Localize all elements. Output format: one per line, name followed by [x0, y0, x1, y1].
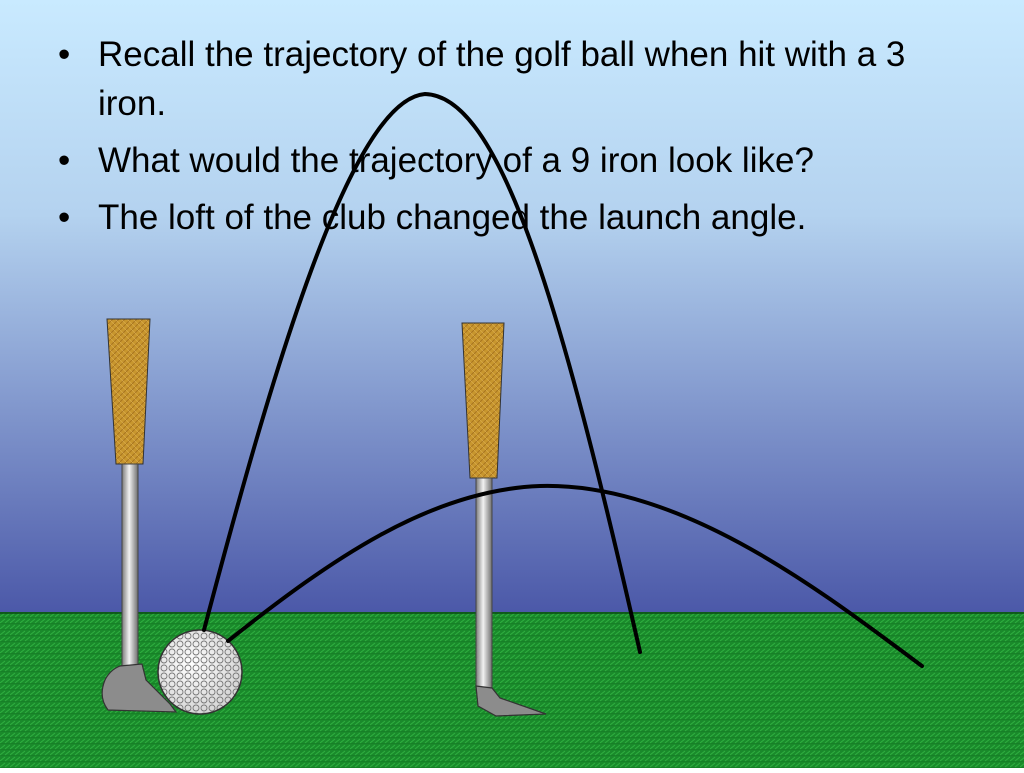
club-shaft: [475, 477, 493, 691]
club-grip: [106, 318, 151, 465]
golf-ball: [157, 629, 243, 715]
golf-club-9-iron: [461, 322, 547, 717]
club-head: [475, 685, 547, 717]
low-trajectory: [226, 483, 924, 668]
club-head: [101, 663, 178, 713]
golf-club-3-iron: [101, 318, 178, 713]
bullet-list: Recall the trajectory of the golf ball w…: [58, 30, 978, 250]
bullet-item: What would the trajectory of a 9 iron lo…: [58, 136, 978, 185]
club-grip: [461, 322, 505, 479]
bullet-item: Recall the trajectory of the golf ball w…: [58, 30, 978, 128]
bullet-item: The loft of the club changed the launch …: [58, 193, 978, 242]
club-shaft: [121, 463, 139, 673]
